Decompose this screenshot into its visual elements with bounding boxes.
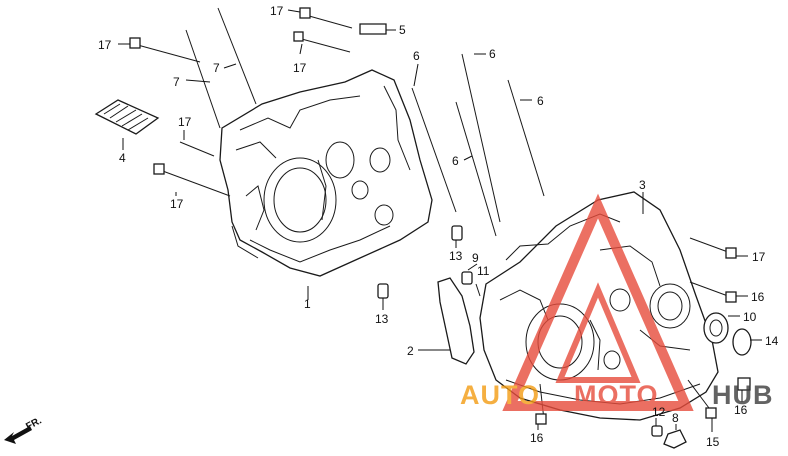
watermark-text-moto: MOTO: [574, 380, 659, 410]
callout-16-far-right: 16: [734, 403, 748, 417]
callout-17-mid: 17: [178, 115, 192, 129]
callout-17-upper: 17: [293, 61, 307, 75]
callout-6-a: 6: [413, 49, 420, 63]
callout-13-lower: 13: [375, 312, 389, 326]
callout-16-bottom: 16: [530, 431, 544, 445]
callout-3: 3: [639, 178, 646, 192]
callout-12: 12: [652, 405, 666, 419]
front-arrow-icon: [4, 426, 32, 444]
callout-8: 8: [672, 411, 679, 425]
watermark-text-auto: AUTO: [460, 380, 540, 410]
callout-4: 4: [119, 151, 126, 165]
callout-labels: 17 5 17 17 7 7 6 6 6 6 4 17 17 3 17 13 9…: [98, 4, 779, 449]
watermark-triangle-outer: [502, 193, 694, 411]
callout-6-c: 6: [537, 94, 544, 108]
stud-bolts: [185, 7, 545, 237]
callout-2: 2: [407, 344, 414, 358]
callout-17-top: 17: [270, 4, 284, 18]
direction-marker: FR.: [4, 415, 44, 444]
callout-17-right: 17: [752, 250, 766, 264]
callout-15: 15: [706, 435, 720, 449]
callout-6-b: 6: [489, 47, 496, 61]
side-plate: [437, 277, 475, 365]
small-parts: [359, 23, 752, 449]
hex-bolts: [129, 7, 751, 425]
callout-7-lower: 7: [173, 75, 180, 89]
callout-1: 1: [304, 297, 311, 311]
callout-10: 10: [743, 310, 757, 324]
watermark-text-hub: HUB: [712, 380, 774, 410]
callout-11: 11: [477, 264, 490, 278]
leader-lines: [118, 9, 762, 432]
callout-17-lower: 17: [170, 197, 184, 211]
callout-16-right: 16: [751, 290, 765, 304]
callout-17-left: 17: [98, 38, 112, 52]
callout-13-upper: 13: [449, 249, 463, 263]
watermark: AUTO MOTO HUB: [460, 193, 774, 411]
callout-9: 9: [472, 251, 479, 265]
left-crankcase: [219, 69, 433, 277]
callout-14: 14: [765, 334, 779, 348]
callout-5: 5: [399, 23, 406, 37]
right-crankcase: [479, 191, 719, 421]
watermark-triangle-inner: [555, 282, 641, 383]
fr-label: FR.: [24, 415, 44, 432]
callout-7-upper: 7: [213, 61, 220, 75]
callout-6-d: 6: [452, 154, 459, 168]
oil-screen: [94, 99, 160, 135]
